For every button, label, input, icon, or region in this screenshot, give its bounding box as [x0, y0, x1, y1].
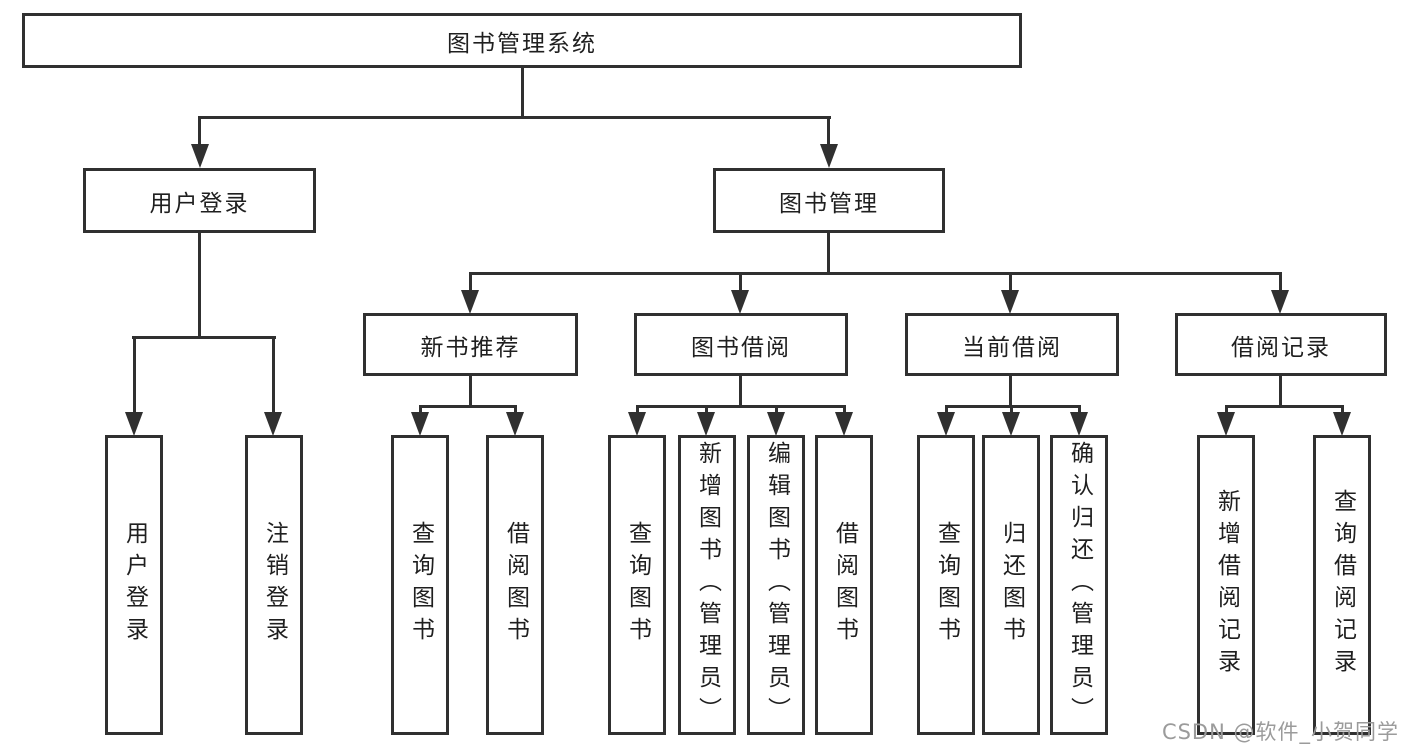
connector-line: [1225, 405, 1228, 415]
leaf-add-books-admin: 新增图书（管理员）: [678, 435, 736, 735]
node-current-borrowing: 当前借阅: [905, 313, 1119, 376]
connector-line: [198, 230, 201, 338]
connector-line: [1009, 272, 1012, 292]
node-library-management-system: 图书管理系统: [22, 13, 1022, 68]
connector-line: [419, 405, 422, 415]
connector-line: [1010, 405, 1013, 415]
connector-line: [198, 116, 201, 146]
connector-line: [945, 405, 948, 415]
arrow-down-icon: [697, 412, 715, 436]
connector-line: [469, 272, 472, 292]
connector-line: [469, 374, 472, 407]
arrow-down-icon: [1217, 412, 1235, 436]
connector-line: [199, 116, 831, 119]
arrow-down-icon: [1333, 412, 1351, 436]
connector-line: [827, 230, 830, 275]
connector-line: [469, 272, 1282, 275]
node-new-book-recommendation: 新书推荐: [363, 313, 578, 376]
leaf-query-books: 查询图书: [917, 435, 975, 735]
connector-line: [775, 405, 778, 415]
connector-line: [1078, 405, 1081, 415]
arrow-down-icon: [1070, 412, 1088, 436]
connector-line: [272, 336, 275, 414]
leaf-confirm-return-admin: 确认归还（管理员）: [1050, 435, 1108, 735]
connector-line: [705, 405, 708, 415]
leaf-logout: 注销登录: [245, 435, 303, 735]
arrow-down-icon: [835, 412, 853, 436]
arrow-down-icon: [1271, 290, 1289, 314]
arrow-down-icon: [820, 144, 838, 168]
connector-line: [1279, 272, 1282, 292]
arrow-down-icon: [411, 412, 429, 436]
arrow-down-icon: [1001, 290, 1019, 314]
connector-line: [1009, 374, 1012, 407]
connector-line: [419, 405, 517, 408]
leaf-query-books: 查询图书: [608, 435, 666, 735]
connector-line: [132, 336, 276, 339]
node-book-management: 图书管理: [713, 168, 945, 233]
arrow-down-icon: [1002, 412, 1020, 436]
connector-line: [1225, 405, 1344, 408]
connector-line: [636, 405, 639, 415]
arrow-down-icon: [731, 290, 749, 314]
leaf-add-borrow-record: 新增借阅记录: [1197, 435, 1255, 735]
connector-line: [739, 374, 742, 407]
connector-line: [133, 336, 136, 414]
leaf-borrow-books: 借阅图书: [486, 435, 544, 735]
node-user-login: 用户登录: [83, 168, 316, 233]
connector-line: [521, 66, 524, 118]
leaf-edit-books-admin: 编辑图书（管理员）: [747, 435, 805, 735]
connector-line: [636, 405, 846, 408]
arrow-down-icon: [461, 290, 479, 314]
arrow-down-icon: [191, 144, 209, 168]
connector-line: [739, 272, 742, 292]
arrow-down-icon: [937, 412, 955, 436]
arrow-down-icon: [628, 412, 646, 436]
arrow-down-icon: [506, 412, 524, 436]
leaf-return-books: 归还图书: [982, 435, 1040, 735]
arrow-down-icon: [125, 412, 143, 436]
connector-line: [1279, 374, 1282, 407]
arrow-down-icon: [264, 412, 282, 436]
node-book-borrowing: 图书借阅: [634, 313, 848, 376]
arrow-down-icon: [767, 412, 785, 436]
connector-line: [945, 405, 1081, 408]
node-borrowing-records: 借阅记录: [1175, 313, 1387, 376]
leaf-borrow-books: 借阅图书: [815, 435, 873, 735]
leaf-user-login: 用户登录: [105, 435, 163, 735]
leaf-query-books: 查询图书: [391, 435, 449, 735]
connector-line: [1341, 405, 1344, 415]
connector-line: [843, 405, 846, 415]
leaf-query-borrow-record: 查询借阅记录: [1313, 435, 1371, 735]
csdn-watermark: CSDN @软件_小贺同学: [1161, 720, 1399, 744]
connector-line: [514, 405, 517, 415]
connector-line: [827, 116, 830, 146]
